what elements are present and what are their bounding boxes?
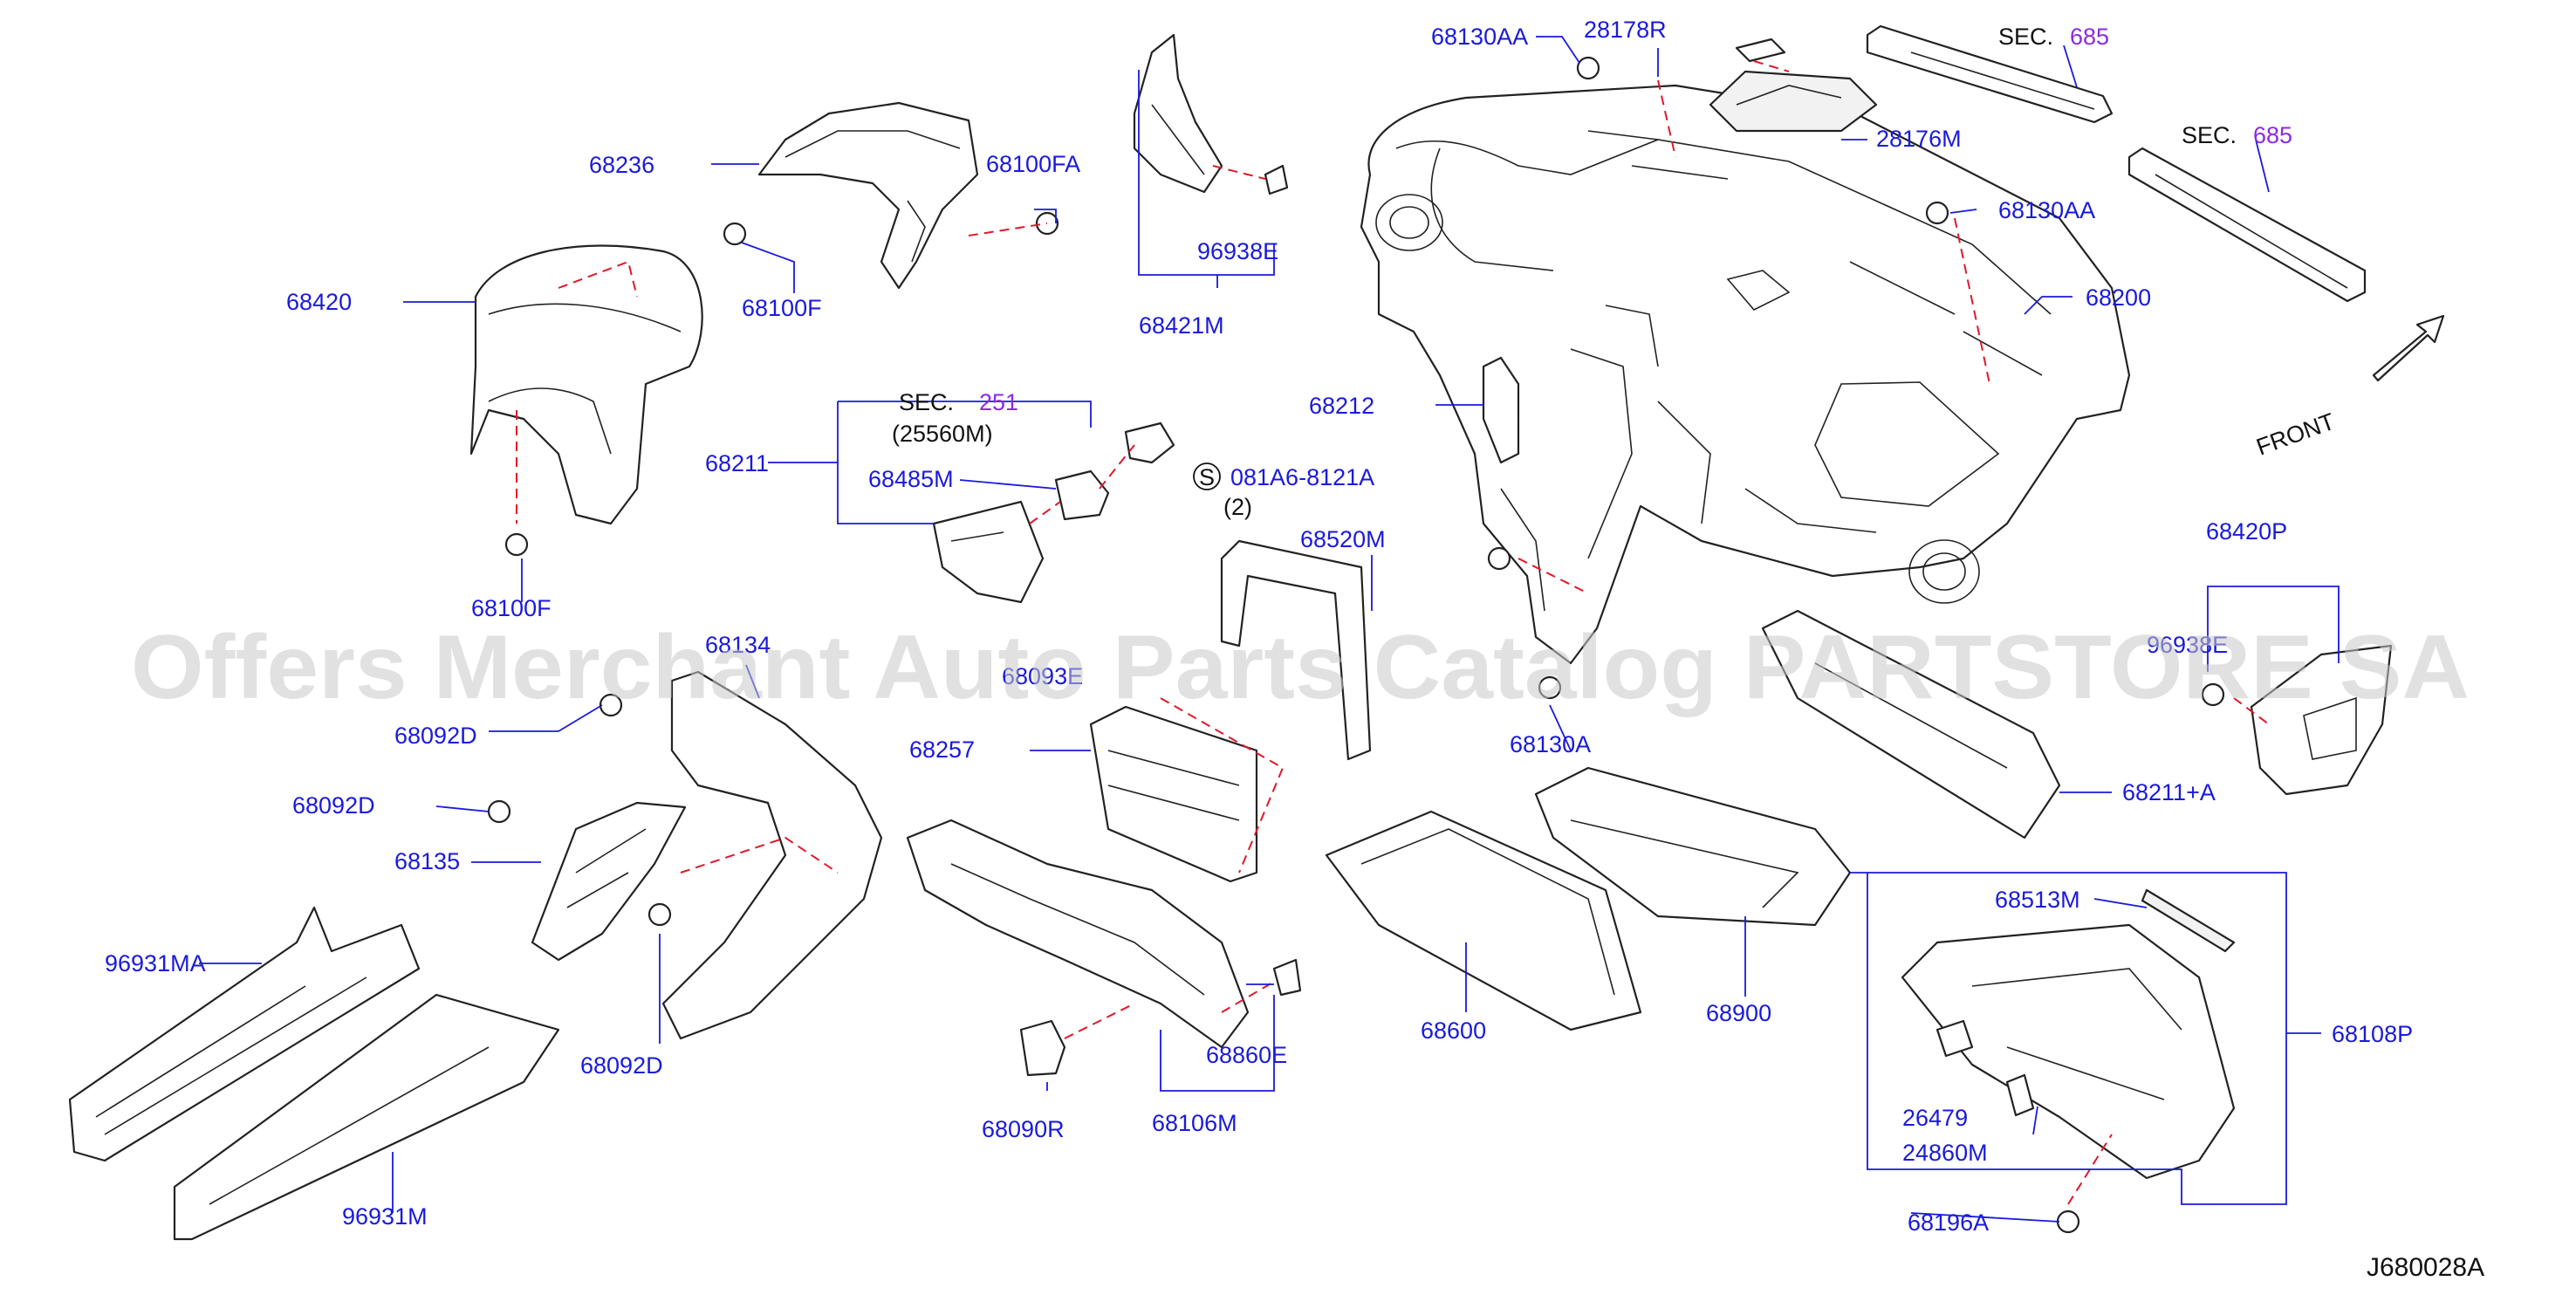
display-hood-28176M [1709,38,1878,133]
label-sec-685-a: SEC. [1998,24,2053,50]
glove-box-lid-68600 [1325,810,1642,1031]
clip-68860E [1272,958,1302,997]
bracket-68212 [1482,356,1520,464]
box-68090R [1019,1019,1066,1077]
defroster-grille-lower [2127,147,2367,303]
label-96938E: 96938E [1197,238,1278,264]
label-68485M: 68485M [868,466,954,492]
watermark-text: Offers Merchant Auto Parts Catalog PARTS… [131,617,2470,718]
label-26479: 26479 [1902,1105,1968,1131]
label-sec-685-a-num: 685 [2070,24,2109,50]
label-68108P: 68108P [2332,1021,2413,1047]
label-68421M: 68421M [1139,312,1224,339]
label-24860M: 24860M [1902,1140,1988,1166]
label-68106M: 68106M [1152,1110,1237,1136]
bolt-icons [487,56,2225,1234]
label-68513M: 68513M [1995,887,2080,913]
label-68211: 68211 [705,450,769,476]
lower-cover-68211A [1761,609,2061,839]
screw-symbol-circle [1193,462,1221,490]
label-68092D-a: 68092D [394,723,477,749]
assembly-lines [516,60,2270,1205]
label-68130AA-right: 68130AA [1998,197,2095,223]
label-081A6-qty: (2) [1223,494,1252,520]
label-68860E: 68860E [1206,1042,1287,1068]
label-68257: 68257 [909,737,975,763]
label-68090R: 68090R [982,1116,1065,1142]
label-sec-685-b: SEC. [2182,122,2237,148]
cluster-lid-68236 [757,101,979,290]
front-arrow-icon [2372,314,2445,382]
label-68420P: 68420P [2206,518,2287,545]
switch-68485M [1054,469,1110,521]
side-finisher-68421M [1133,33,1223,194]
label-96931MA: 96931MA [105,950,206,976]
label-25560M: (25560M) [892,421,993,447]
lower-cover-68211 [932,500,1045,604]
diagram-code: J680028A [2367,1253,2484,1282]
lower-panel-68106M [906,819,1250,1049]
label-front: FRONT [2253,408,2339,461]
label-68420: 68420 [286,289,352,315]
console-finisher-96931M [173,993,560,1241]
glove-box-assembly-68108P [1901,888,2236,1180]
label-68100FA: 68100FA [986,151,1080,177]
cluster-cover-68420 [469,244,703,525]
label-68520M: 68520M [1300,526,1386,552]
label-68135: 68135 [394,848,460,874]
label-68100F-bottom: 68100F [471,595,552,621]
switch-25560M [1124,421,1175,464]
label-28178R: 28178R [1584,17,1667,43]
label-sec-251-num: 251 [979,389,1018,415]
label-68092D-b: 68092D [292,792,375,819]
label-96931M: 96931M [342,1203,428,1230]
label-68134: 68134 [705,632,771,658]
label-sec-251: SEC. [899,389,954,415]
cover-68420P [2250,644,2393,796]
label-68600: 68600 [1421,1018,1486,1044]
clip-96938E [1264,164,1289,195]
label-68093E-partial: 68093E [1002,663,1083,689]
label-68236: 68236 [589,152,654,178]
label-68092D-c: 68092D [580,1052,663,1079]
label-68130A: 68130A [1510,731,1591,757]
label-68130AA-top: 68130AA [1431,24,1528,50]
label-081A6-8121A: 081A6-8121A [1230,464,1374,490]
label-68900: 68900 [1706,1000,1771,1026]
lower-lh-panel-68134 [661,670,883,1040]
label-68100F-top: 68100F [742,295,822,321]
label-68212: 68212 [1309,393,1374,419]
label-68196A: 68196A [1908,1209,1989,1236]
label-96938E-partial: 96938E [2147,632,2228,658]
leader-lines [199,36,2340,1223]
label-screw-symbol: S [1199,464,1215,490]
defroster-grille-top [1866,24,2114,124]
glove-box-68900 [1534,766,1852,927]
panel-68135 [531,801,687,962]
cluster-lid-68257 [1089,705,1258,883]
finisher-frame-68520M [1220,539,1372,761]
label-28176M: 28176M [1876,126,1962,152]
label-68200: 68200 [2086,284,2151,311]
instrument-panel-68200 [1360,84,2131,665]
console-finisher-96931MA [68,906,421,1162]
label-68211A: 68211+A [2122,779,2216,805]
label-sec-685-b-num: 685 [2253,122,2292,148]
callout-labels: 68130AA 28178R SEC. 685 SEC. 685 28176M … [105,17,2484,1282]
